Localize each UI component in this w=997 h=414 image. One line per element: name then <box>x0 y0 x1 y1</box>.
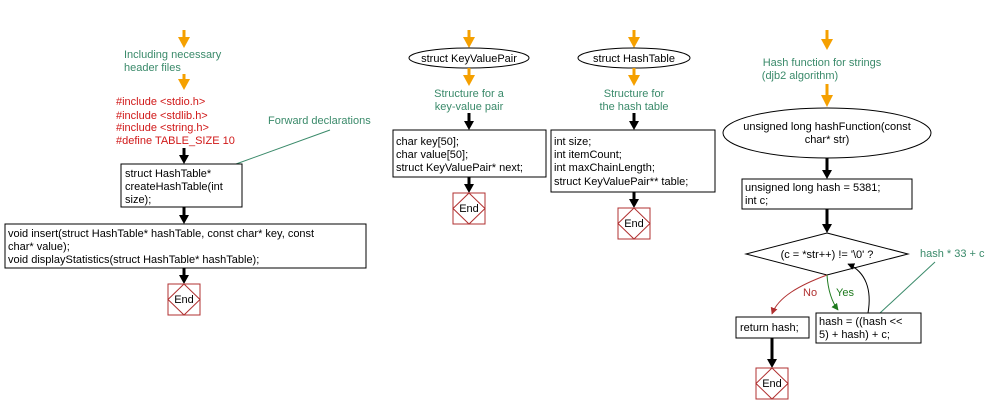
start-arrow-icon <box>463 37 475 48</box>
preprocessor-line-2: #include <stdlib.h> <box>116 110 208 122</box>
preprocessor-line-1: #include <stdio.h> <box>116 96 205 108</box>
comment-hash-line1: Hash function for strings <box>763 57 882 69</box>
decl-line-3: size); <box>125 194 151 206</box>
flow-keyvaluepair: struct KeyValuePair Structure for a key-… <box>392 30 547 225</box>
init-line-1: unsigned long hash = 5381; <box>745 182 880 194</box>
arrow-icon <box>464 184 474 193</box>
start-arrow-icon <box>628 37 640 48</box>
proto-line-2: char* value); <box>8 241 70 253</box>
end-node-4: End <box>755 367 789 400</box>
kvp-body-box <box>392 129 547 178</box>
comment-ht-line2: the hash table <box>599 101 668 113</box>
comment-hash-line2: (djb2 algorithm) <box>762 70 838 82</box>
arrow-icon <box>179 215 189 224</box>
comment-kvp-line1: Structure for a <box>434 88 505 100</box>
arrow-icon <box>821 95 833 107</box>
end-node-1: End <box>167 283 201 316</box>
comment-includes-line1: Including necessary <box>124 49 222 61</box>
start-keyvaluepair-label: struct KeyValuePair <box>421 53 517 65</box>
start-arrow-icon <box>178 37 190 48</box>
arrow-icon <box>628 75 640 86</box>
init-box <box>741 178 913 210</box>
init-line-2: int c; <box>745 195 768 207</box>
end-label: End <box>624 218 644 230</box>
decl-box <box>120 163 243 208</box>
decl-line-1: struct HashTable* <box>125 168 212 180</box>
start-hashfunction-line1: unsigned long hashFunction(const <box>743 121 911 133</box>
end-node-2: End <box>452 192 486 225</box>
arrow-icon <box>464 121 474 130</box>
end-node-3: End <box>617 207 651 240</box>
comment-kvp-line2: key-value pair <box>435 101 504 113</box>
arrow-icon <box>767 359 777 368</box>
arrow-icon <box>629 199 639 208</box>
arrow-icon <box>822 224 832 233</box>
loop-comment: hash * 33 + c <box>920 248 985 260</box>
ht-body-line-2: int itemCount; <box>554 149 622 161</box>
yes-label: Yes <box>836 287 854 299</box>
proto-line-1: void insert(struct HashTable* hashTable,… <box>8 228 314 240</box>
ht-body-line-3: int maxChainLength; <box>554 162 655 174</box>
comment-forward-declarations: Forward declarations <box>268 115 371 127</box>
ht-body-line-1: int size; <box>554 136 591 148</box>
flow-includes: Including necessary header files #includ… <box>4 30 371 316</box>
kvp-body-line-2: char value[50]; <box>396 149 468 161</box>
end-label: End <box>762 378 782 390</box>
kvp-body-line-1: char key[50]; <box>396 136 459 148</box>
decl-line-2: createHashTable(int <box>125 181 223 193</box>
start-arrow-icon <box>821 39 833 50</box>
arrow-icon <box>822 170 832 179</box>
comment-includes-line2: header files <box>124 62 181 74</box>
no-label: No <box>803 287 817 299</box>
arrow-icon <box>178 79 190 90</box>
arrow-icon <box>629 121 639 130</box>
loop-body-box <box>815 312 922 344</box>
kvp-body-line-3: struct KeyValuePair* next; <box>396 162 523 174</box>
start-hashtable-label: struct HashTable <box>593 53 675 65</box>
arrow-icon <box>179 275 189 284</box>
preprocessor-line-3: #include <string.h> <box>116 122 209 134</box>
return-label: return hash; <box>740 322 799 334</box>
loop-body-line-1: hash = ((hash << <box>819 316 902 328</box>
proto-line-3: void displayStatistics(struct HashTable*… <box>8 254 259 266</box>
flow-hashtable: struct HashTable Structure for the hash … <box>550 30 716 240</box>
start-hashfunction <box>722 107 932 159</box>
condition-label: (c = *str++) != '\0' ? <box>781 249 874 261</box>
arrow-icon <box>463 75 475 86</box>
flow-hashfunction: Hash function for strings (djb2 algorith… <box>722 30 985 400</box>
ht-body-line-4: struct KeyValuePair** table; <box>554 176 688 188</box>
arrow-icon <box>179 155 189 164</box>
end-label: End <box>459 203 479 215</box>
preprocessor-line-4: #define TABLE_SIZE 10 <box>116 135 235 147</box>
end-label: End <box>174 294 194 306</box>
start-hashfunction-line2: char* str) <box>805 134 850 146</box>
ht-body-box <box>550 129 716 193</box>
comment-ht-line1: Structure for <box>604 88 665 100</box>
loop-body-line-2: 5) + hash) + c; <box>819 329 890 341</box>
